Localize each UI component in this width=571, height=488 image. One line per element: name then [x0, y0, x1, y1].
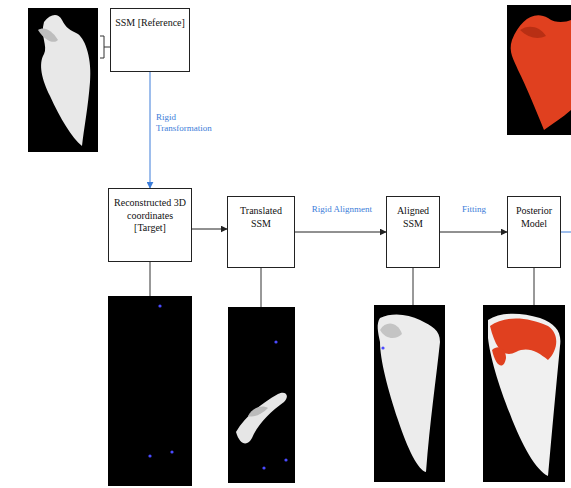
- landmark-dot: [170, 450, 173, 453]
- scapula-shape: [520, 27, 546, 38]
- scapula-shape: [380, 324, 402, 338]
- edge-label: Rigid Alignment: [300, 204, 384, 215]
- scapula-shape: [236, 393, 287, 444]
- stem-line: [150, 262, 151, 296]
- image-panel: [374, 305, 445, 482]
- flow-arrow: [440, 232, 507, 233]
- process-box: Translated SSM: [227, 196, 295, 268]
- process-box: Aligned SSM: [386, 196, 440, 268]
- landmark-dot: [158, 304, 161, 307]
- landmark-dot: [262, 466, 265, 469]
- process-box: Posterior Model: [507, 196, 561, 268]
- box-label: Translated SSM: [231, 205, 291, 230]
- image-panel: [28, 8, 98, 152]
- stem-line: [534, 268, 535, 305]
- landmark-dot: [274, 340, 277, 343]
- stem-line: [261, 268, 262, 307]
- edge-label: Rigid Transformation: [155, 112, 227, 135]
- landmark-dot: [381, 346, 384, 349]
- flow-arrow: [150, 72, 151, 188]
- edge-label: Fitting: [443, 204, 505, 215]
- outgoing-line: [561, 232, 571, 233]
- scapula-shape: [488, 314, 560, 476]
- scapula-shape: [511, 15, 571, 130]
- process-box: Reconstructed 3D coordinates [Target]: [108, 188, 192, 262]
- image-panel: [507, 5, 571, 135]
- flow-arrow: [295, 232, 386, 233]
- process-box: SSM [Reference]: [110, 8, 190, 72]
- stem-line: [413, 268, 414, 305]
- box-label: Posterior Model: [511, 205, 557, 230]
- image-panel: [483, 305, 565, 482]
- bracket: [100, 36, 110, 58]
- box-label: Reconstructed 3D coordinates [Target]: [112, 197, 188, 235]
- image-panel: [228, 307, 295, 483]
- box-label: SSM [Reference]: [115, 17, 185, 30]
- scapula-shape: [492, 347, 506, 365]
- box-label: Aligned SSM: [390, 205, 436, 230]
- scapula-shape: [248, 406, 268, 416]
- landmark-dot: [284, 458, 287, 461]
- flow-arrow: [192, 229, 227, 230]
- image-panel: [108, 296, 192, 486]
- scapula-shape: [378, 314, 440, 472]
- scapula-shape: [38, 28, 58, 41]
- landmark-dot: [148, 454, 151, 457]
